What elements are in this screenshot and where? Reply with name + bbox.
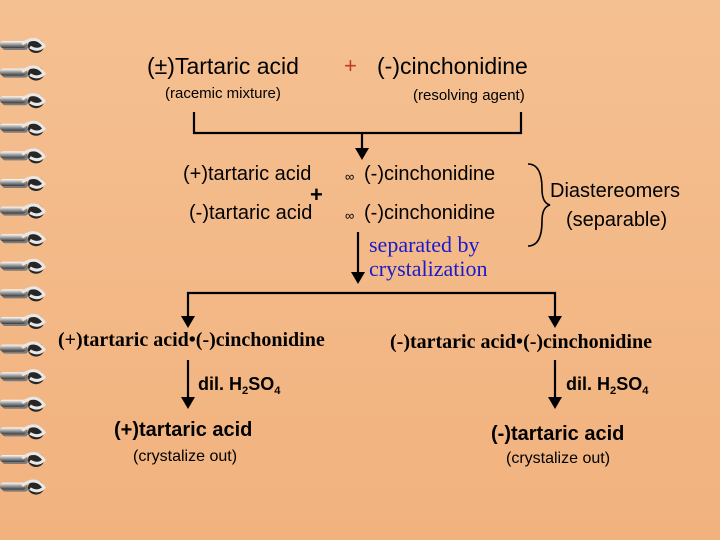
binding-ring [0,481,44,495]
left-product: (+)tartaric acid [114,420,252,440]
salt2-base: (-)cinchonidine [364,203,495,223]
binding-ring [0,94,44,108]
binding-ring [0,315,44,329]
binding-ring [0,122,44,136]
binding-ring [0,205,44,219]
binding-ring [0,453,44,467]
resolving-agent-note: (resolving agent) [413,88,525,103]
left-salt-base: (-)cinchonidine [196,329,325,351]
separation-step-line2: crystalization [369,258,488,280]
left-product-note: (crystalize out) [133,449,237,465]
right-salt-acid: (-)tartaric acid [390,331,516,353]
resolving-agent-label: (-)cinchonidine [377,55,528,78]
notebook-rings [0,0,60,540]
right-reagent-prefix: dil. H [566,374,610,394]
binding-ring [0,39,44,53]
binding-ring [0,343,44,357]
left-reagent-sub2: 4 [274,385,280,397]
binding-ring [0,67,44,81]
right-salt-base: (-)cinchonidine [523,331,652,353]
right-reagent-label: dil. H2SO4 [566,375,648,393]
right-reagent-sub2: 4 [642,385,648,397]
right-salt-dot: • [516,331,523,353]
left-salt-dot: • [189,329,196,351]
left-salt-acid: (+)tartaric acid [58,329,189,351]
salt1-link-symbol: ∞ [345,170,354,183]
binding-ring [0,260,44,274]
binding-ring [0,398,44,412]
right-product-note: (crystalize out) [506,451,610,467]
left-reagent-prefix: dil. H [198,374,242,394]
binding-ring [0,232,44,246]
racemic-note: (racemic mixture) [165,86,281,101]
salt2-link-symbol: ∞ [345,209,354,222]
racemic-acid-label: (±)Tartaric acid [147,55,299,78]
salt2-acid: (-)tartaric acid [189,203,312,223]
separable-label: (separable) [566,210,667,230]
separation-step-line1: separated by [369,234,480,256]
left-salt: (+)tartaric acid•(-)cinchonidine [58,330,325,350]
salt1-base: (-)cinchonidine [364,164,495,184]
salt1-acid: (+)tartaric acid [183,164,311,184]
left-reagent-mid: SO [248,374,274,394]
right-reagent-mid: SO [616,374,642,394]
binding-ring [0,287,44,301]
binding-ring [0,425,44,439]
right-product: (-)tartaric acid [491,424,624,444]
binding-ring [0,149,44,163]
reactant-plus-sign: + [344,55,357,77]
binding-ring [0,370,44,384]
left-reagent-label: dil. H2SO4 [198,375,280,393]
right-salt: (-)tartaric acid•(-)cinchonidine [390,332,652,352]
diastereomers-label: Diastereomers [550,181,680,201]
binding-ring [0,177,44,191]
